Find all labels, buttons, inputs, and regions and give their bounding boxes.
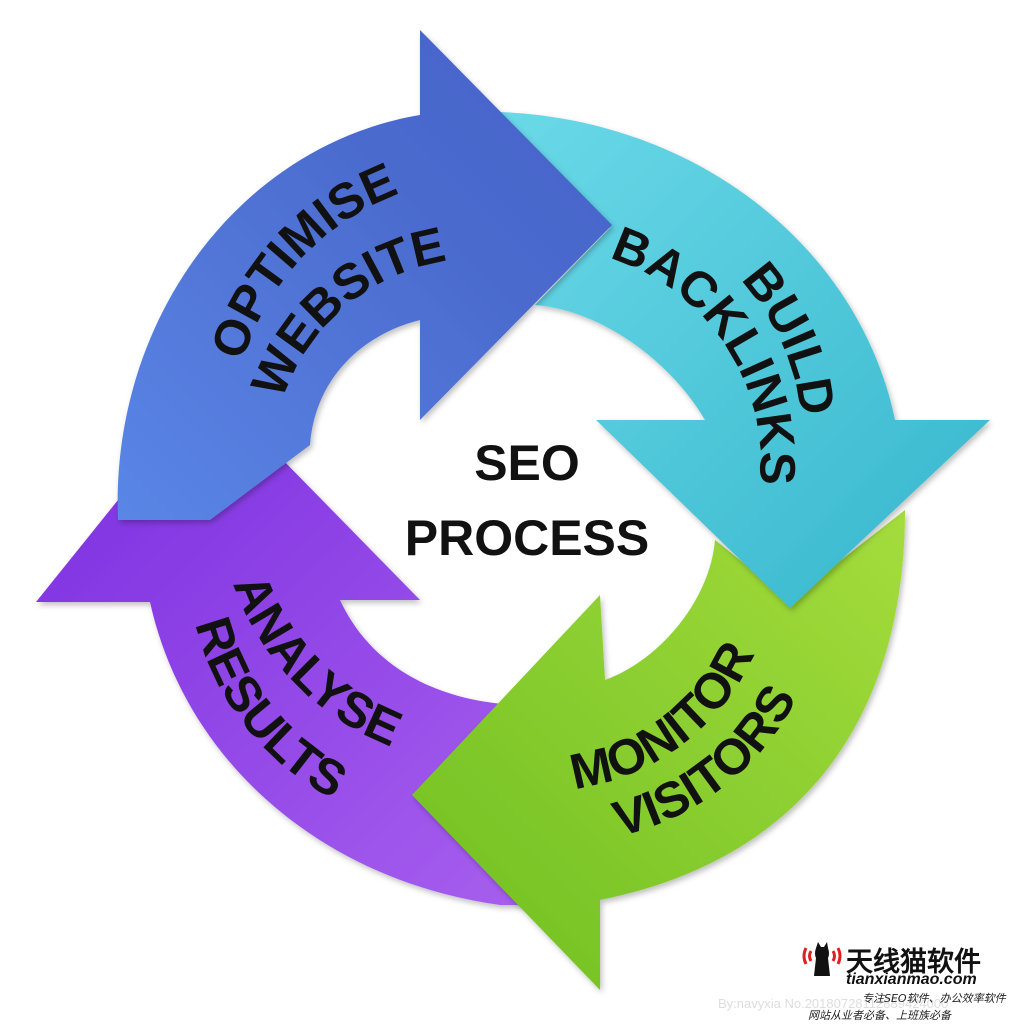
center-title-line2: PROCESS bbox=[405, 510, 650, 566]
build-backlinks-arrow bbox=[500, 112, 990, 608]
watermark-tagline-2: 网站从业者必备、上班族必备 bbox=[808, 1009, 951, 1022]
monitor-visitors-arrow bbox=[412, 510, 905, 990]
watermark-brand: 天线猫软件 bbox=[846, 947, 981, 978]
center-title-line1: SEO bbox=[474, 435, 580, 491]
watermark-site: tianxianmao.com bbox=[846, 971, 977, 988]
optimise-website-arrow bbox=[117, 30, 613, 520]
watermark-tagline-1: 专注SEO软件、办公效率软件 bbox=[862, 992, 1006, 1005]
byline-text: By:navyxia No.20180728112889424000 bbox=[718, 996, 949, 1011]
watermark-logo: 天线猫软件 tianxianmao.com 专注SEO软件、办公效率软件 网站从… bbox=[800, 936, 1020, 1022]
cat-logo-icon bbox=[802, 942, 842, 976]
